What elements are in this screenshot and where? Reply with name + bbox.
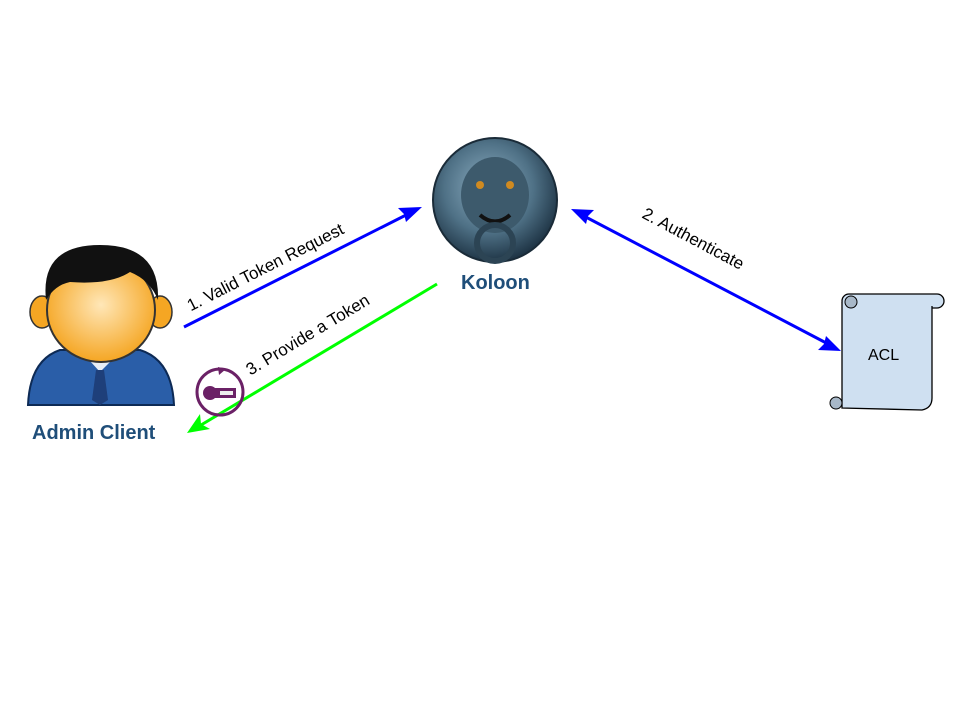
koloon-label: Koloon bbox=[461, 272, 530, 294]
lion-door-knocker-icon bbox=[432, 137, 558, 264]
admin-client-label: Admin Client bbox=[32, 422, 156, 444]
edge-provide-token bbox=[187, 282, 438, 433]
scroll-icon bbox=[829, 293, 945, 411]
edge-valid-token-request bbox=[183, 207, 422, 329]
token-refresh-icon bbox=[195, 367, 245, 417]
edge-authenticate bbox=[571, 209, 841, 351]
admin-user-icon bbox=[26, 245, 176, 406]
acl-label: ACL bbox=[868, 347, 900, 364]
